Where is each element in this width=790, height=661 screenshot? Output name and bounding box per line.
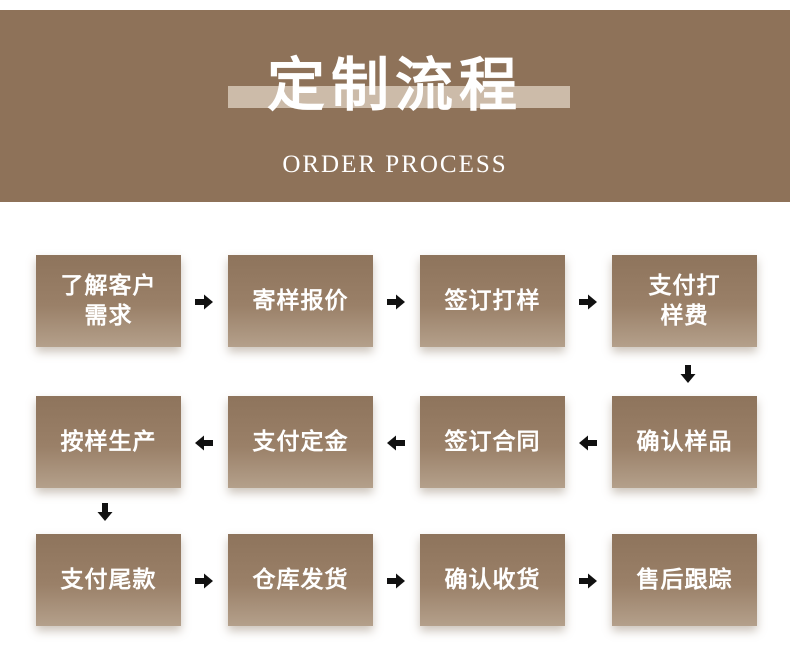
step-understand-customer-needs: 了解客户需求 bbox=[36, 255, 181, 347]
step-label: 支付尾款 bbox=[60, 567, 157, 593]
step-label: 按样生产 bbox=[60, 429, 157, 455]
step-label: 了解客户需求 bbox=[60, 273, 157, 329]
step-pay-deposit: 支付定金 bbox=[228, 396, 373, 488]
step-sign-sampling: 签订打样 bbox=[420, 255, 565, 347]
step-sign-contract: 签订合同 bbox=[420, 396, 565, 488]
step-produce-per-sample: 按样生产 bbox=[36, 396, 181, 488]
step-after-sales-tracking: 售后跟踪 bbox=[612, 534, 757, 626]
page-title: 定制流程 bbox=[266, 51, 523, 119]
step-confirm-sample: 确认样品 bbox=[612, 396, 757, 488]
header-banner: 定制流程 ORDER PROCESS bbox=[0, 10, 790, 202]
step-pay-balance: 支付尾款 bbox=[36, 534, 181, 626]
arrow-left-icon bbox=[579, 435, 597, 451]
arrow-down-icon bbox=[680, 365, 696, 383]
arrow-left-icon bbox=[195, 435, 213, 451]
step-label: 签订合同 bbox=[444, 429, 541, 455]
step-label: 仓库发货 bbox=[252, 567, 349, 593]
step-warehouse-shipping: 仓库发货 bbox=[228, 534, 373, 626]
arrow-right-icon bbox=[579, 294, 597, 310]
step-label: 签订打样 bbox=[444, 288, 541, 314]
arrow-left-icon bbox=[387, 435, 405, 451]
title-highlight-bar bbox=[228, 86, 570, 108]
step-label: 确认样品 bbox=[636, 429, 733, 455]
arrow-right-icon bbox=[387, 294, 405, 310]
step-label: 确认收货 bbox=[444, 567, 541, 593]
arrow-right-icon bbox=[579, 573, 597, 589]
step-confirm-receipt: 确认收货 bbox=[420, 534, 565, 626]
step-sample-quotation: 寄样报价 bbox=[228, 255, 373, 347]
step-label: 寄样报价 bbox=[252, 288, 349, 314]
page-subtitle: ORDER PROCESS bbox=[282, 151, 508, 178]
step-label: 支付打样费 bbox=[648, 273, 721, 329]
step-label: 售后跟踪 bbox=[636, 567, 733, 593]
arrow-right-icon bbox=[195, 573, 213, 589]
arrow-right-icon bbox=[195, 294, 213, 310]
arrow-right-icon bbox=[387, 573, 405, 589]
step-label: 支付定金 bbox=[252, 429, 349, 455]
arrow-down-icon bbox=[97, 503, 113, 521]
step-pay-sampling-fee: 支付打样费 bbox=[612, 255, 757, 347]
